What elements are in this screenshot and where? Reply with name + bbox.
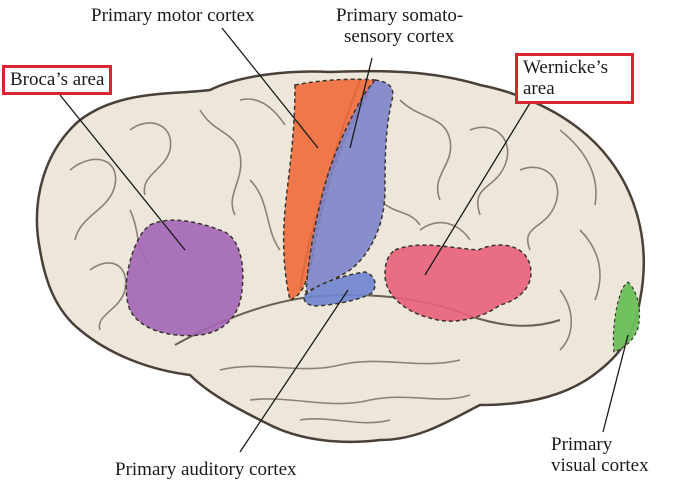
auditory-leader (239, 289, 349, 453)
label-wernicke-line-2: area (523, 78, 555, 99)
somato-leader (349, 57, 373, 149)
visual-cortex-region (612, 281, 641, 353)
auditory-cortex-region (303, 271, 376, 307)
gyri-lines (69, 98, 601, 424)
label-primary-motor-cortex: Primary motor cortex (91, 5, 255, 26)
motor-leader (221, 27, 319, 149)
broca-region (125, 219, 244, 337)
label-primary-visual-cortex: Primary visual cortex (551, 434, 649, 476)
label-wernicke-area: Wernicke’s area (515, 53, 634, 104)
label-somato-line-2: sensory cortex (344, 26, 455, 47)
wernicke-region (384, 244, 532, 322)
leader-lines (59, 27, 629, 453)
label-somato-line-1: Primary somato- (336, 5, 464, 26)
label-primary-auditory-cortex: Primary auditory cortex (115, 459, 297, 480)
visual-leader (602, 334, 629, 433)
somatosensory-cortex-region (305, 79, 394, 294)
label-primary-somatosensory-cortex: Primary somato- sensory cortex (336, 5, 463, 47)
broca-leader (59, 94, 186, 251)
label-visual-line-2: visual cortex (551, 455, 649, 476)
label-wernicke-line-1: Wernicke’s (523, 57, 608, 78)
label-visual-line-1: Primary (551, 434, 613, 455)
lateral-sulcus (174, 293, 561, 346)
wernicke-leader (424, 102, 531, 276)
label-broca-area: Broca’s area (2, 65, 113, 95)
